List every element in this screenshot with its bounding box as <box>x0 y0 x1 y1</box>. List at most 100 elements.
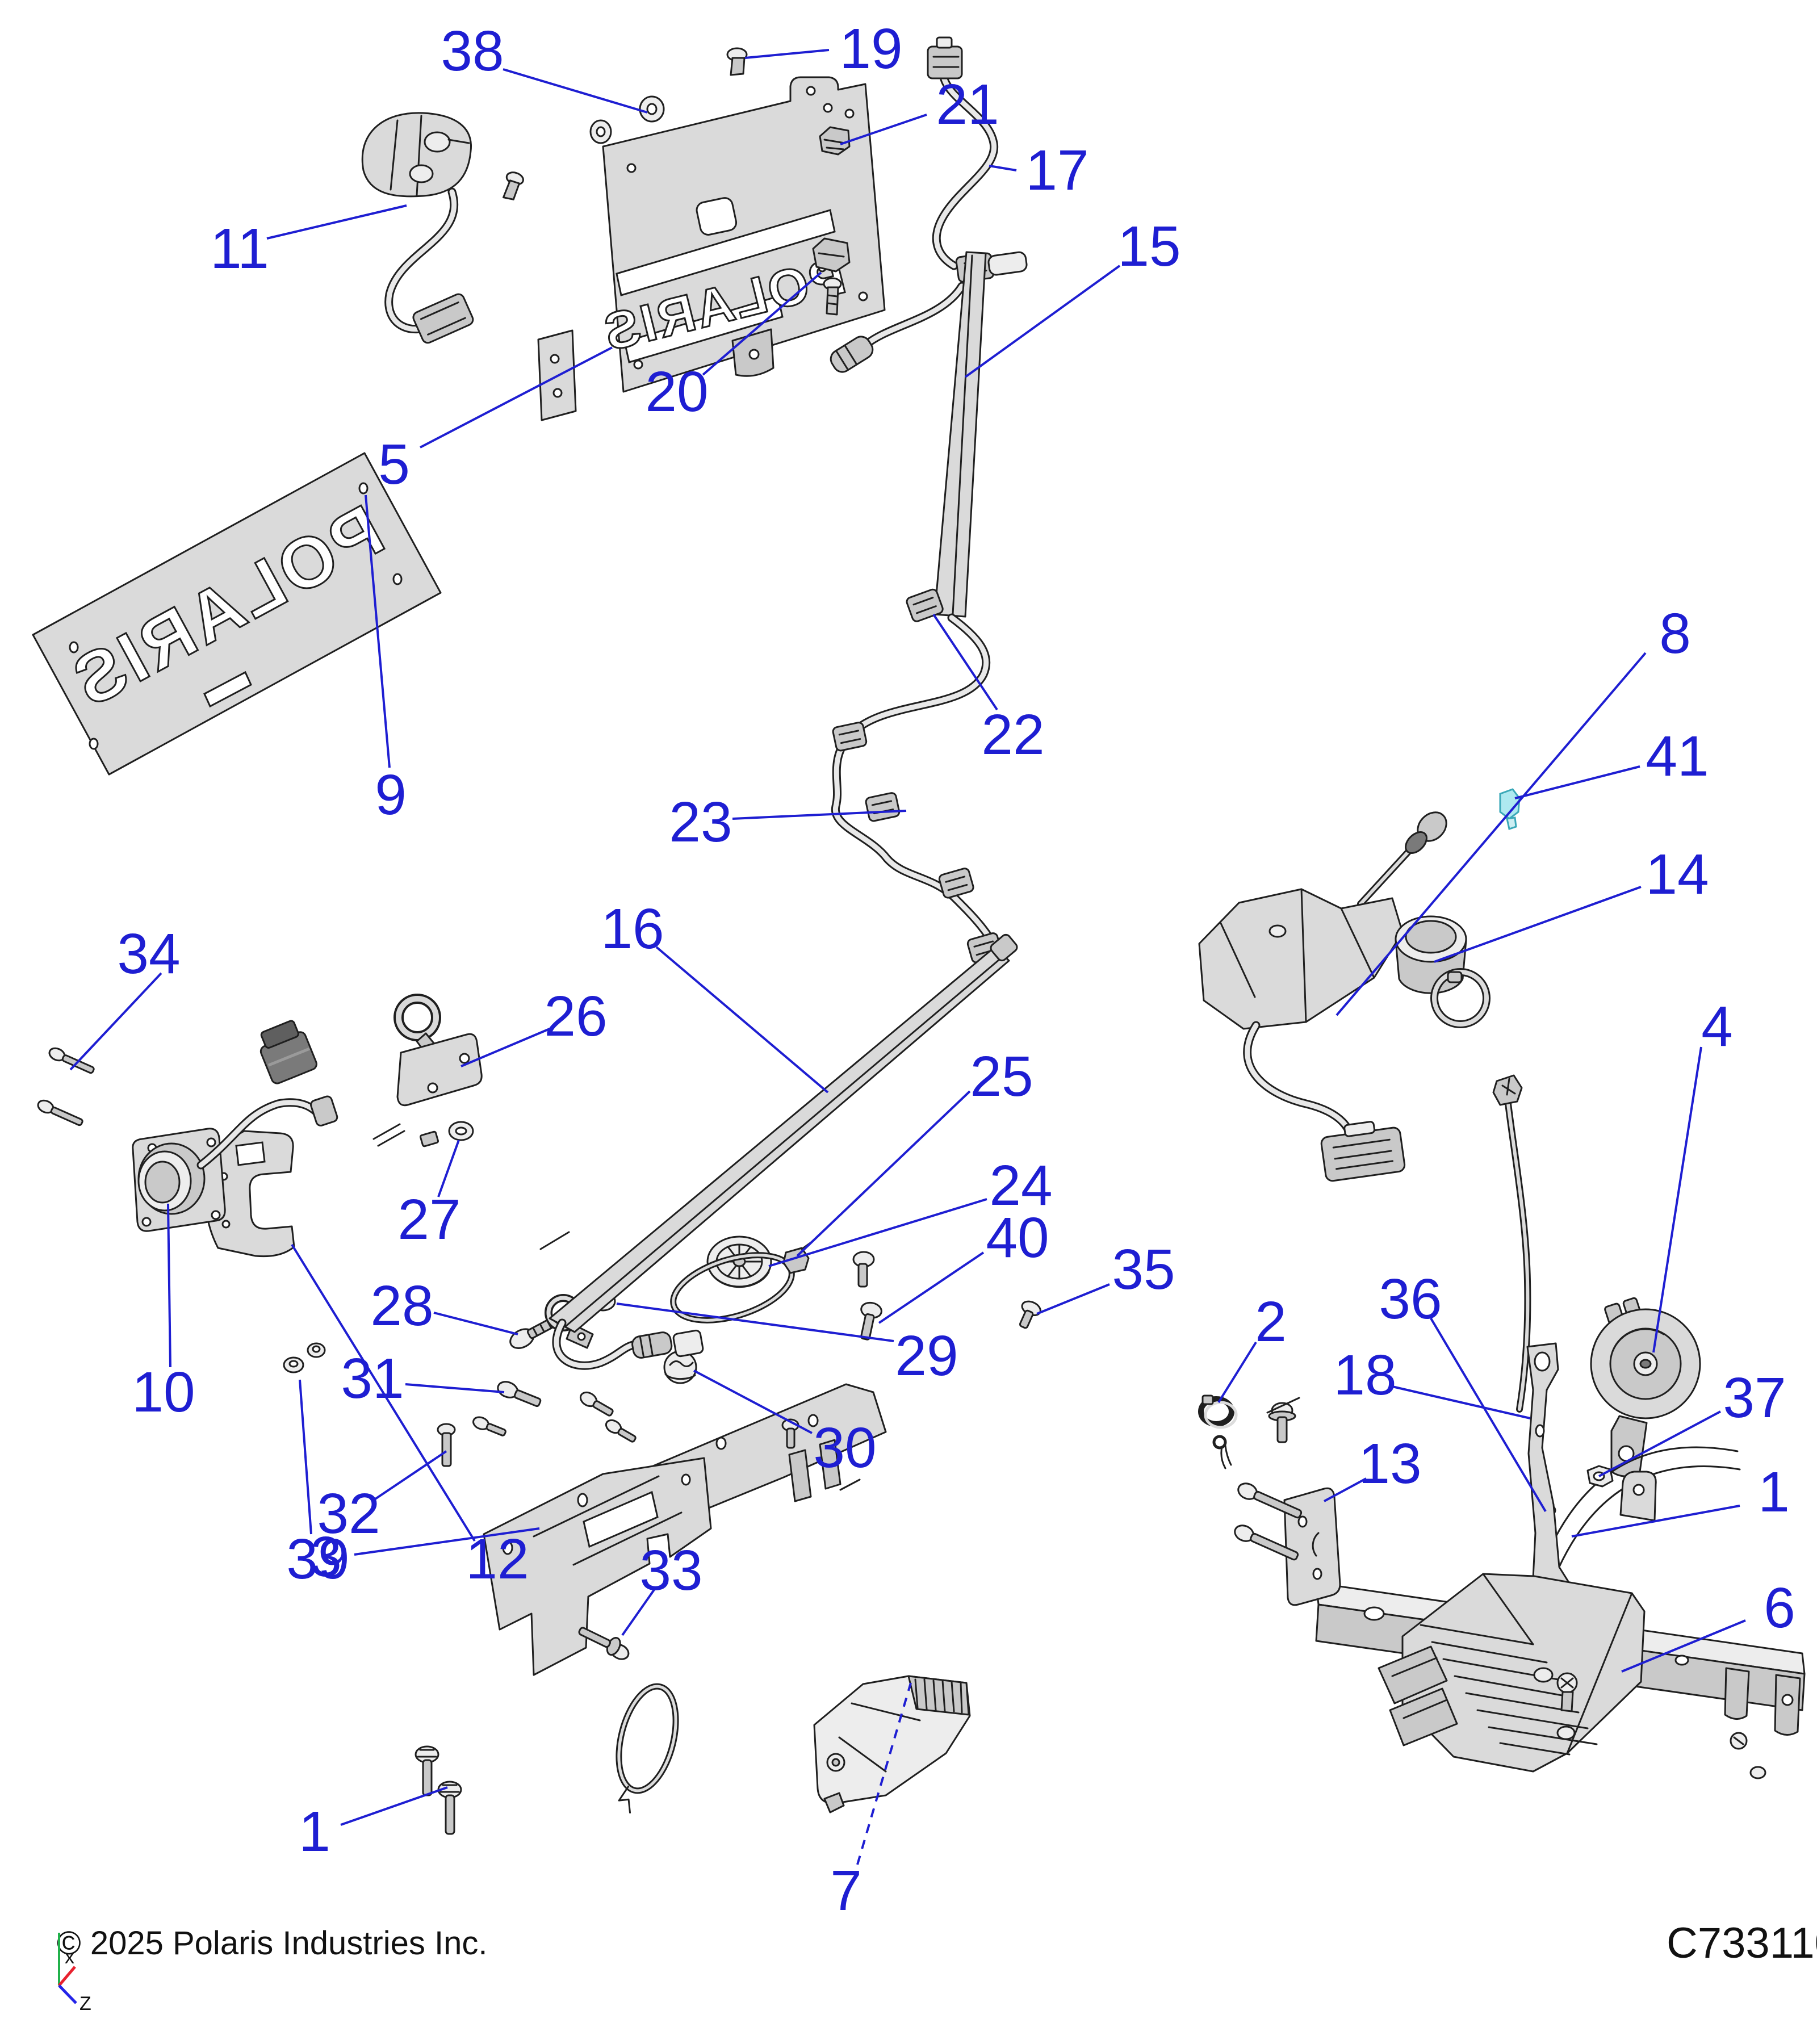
lower-harness <box>831 588 1005 964</box>
callout-28: 28 <box>370 1274 433 1338</box>
leader-line-8 <box>1335 652 1647 1016</box>
leader-line-18 <box>1392 1385 1531 1419</box>
plug-cap-14 <box>1395 915 1491 1028</box>
screw-small <box>472 1416 506 1436</box>
led-strip-16 <box>549 933 1018 1370</box>
leader-line-12 <box>291 1243 476 1542</box>
callout-18: 18 <box>1333 1343 1396 1407</box>
leader-line-24 <box>768 1198 987 1267</box>
mount-bracket-3 <box>483 1383 887 1676</box>
leader-line-4 <box>1652 1046 1702 1353</box>
callout-37: 37 <box>1723 1366 1786 1430</box>
axis-z-label: Z <box>79 1993 91 2014</box>
callout-9: 9 <box>375 763 407 827</box>
callout-12: 12 <box>466 1527 529 1591</box>
flange-bolt-vert <box>1268 1402 1296 1443</box>
part-illustrations: POLARIS <box>32 36 1806 1835</box>
leader-line-11 <box>266 204 407 240</box>
bolts-bottom-left <box>415 1745 462 1835</box>
grommet-washers <box>589 95 665 144</box>
callout-34: 34 <box>117 922 180 986</box>
footer: © 2025 Polaris Industries Inc. C733110 <box>57 1919 1817 1967</box>
leader-line-1 <box>1571 1505 1740 1538</box>
screws-by-bracket <box>579 1391 799 1449</box>
whip-mast-15 <box>933 251 987 618</box>
leader-line-29 <box>616 1302 894 1342</box>
callout-5: 5 <box>378 433 410 496</box>
leader-line-32 <box>372 1450 447 1501</box>
push-rivet-top <box>726 47 748 76</box>
drawing-code: C733110 <box>1667 1919 1817 1967</box>
callout-19: 19 <box>839 17 902 81</box>
callout-41: 41 <box>1646 724 1709 788</box>
leader-line-17 <box>989 165 1017 171</box>
callout-39: 39 <box>286 1527 349 1591</box>
leader-line-21 <box>840 114 927 145</box>
callout-11: 11 <box>210 217 269 280</box>
callout-14: 14 <box>1646 843 1709 906</box>
leader-line-34 <box>69 972 162 1071</box>
callout-36: 36 <box>1379 1267 1442 1331</box>
accessory-socket-10 <box>132 1020 338 1232</box>
callout-21: 21 <box>936 73 999 136</box>
leader-line-37 <box>1598 1410 1721 1477</box>
callout-16: 16 <box>601 897 664 961</box>
indicator-bulb <box>1499 788 1521 830</box>
leader-line-5 <box>420 346 613 449</box>
leader-line-40 <box>878 1251 985 1324</box>
leader-line-2 <box>1217 1341 1257 1404</box>
callout-26: 26 <box>544 985 607 1048</box>
callout-40: 40 <box>986 1206 1049 1270</box>
axis-x-line <box>58 1966 76 1987</box>
callout-33: 33 <box>639 1539 702 1602</box>
callout-13: 13 <box>1358 1432 1421 1496</box>
leader-line-31 <box>405 1383 505 1393</box>
callout-3: 3 <box>310 1525 342 1589</box>
leader-line-39 <box>299 1379 312 1535</box>
leader-line-27 <box>437 1140 460 1197</box>
callout-1: 1 <box>1758 1460 1790 1524</box>
long-bolt-a <box>1237 1482 1303 1519</box>
axis-triad: x Z <box>58 1933 91 2014</box>
axis-x-label: x <box>65 1946 74 1968</box>
leader-line-22 <box>932 613 998 711</box>
leader-line-19 <box>744 49 830 59</box>
flange-nuts-39 <box>283 1342 326 1373</box>
leader-line-9 <box>365 495 391 768</box>
leader-line-36 <box>1430 1317 1547 1513</box>
leader-line-41 <box>1514 765 1640 799</box>
leader-line-20 <box>702 271 822 376</box>
callout-30: 30 <box>813 1416 876 1480</box>
c-bracket-12 <box>204 1130 295 1258</box>
callout-32: 32 <box>317 1482 380 1545</box>
callout-8: 8 <box>1659 602 1691 665</box>
eyebolt-bracket-26 <box>393 994 483 1107</box>
callout-2: 2 <box>1255 1290 1287 1354</box>
washer-and-pins <box>372 1121 474 1147</box>
callout-24: 24 <box>989 1154 1052 1217</box>
long-bolt-b <box>1234 1524 1299 1561</box>
callout-10: 10 <box>132 1360 195 1424</box>
callout-31: 31 <box>341 1347 404 1410</box>
voltage-regulator <box>1378 1573 1766 1779</box>
leader-line-16 <box>655 946 829 1094</box>
copyright-text: © 2025 Polaris Industries Inc. <box>57 1925 487 1962</box>
screw-31 <box>497 1381 542 1408</box>
callout-17: 17 <box>1025 139 1088 202</box>
leader-line-33 <box>621 1589 655 1636</box>
long-cable-tie <box>1492 1074 1531 1413</box>
leader-line-6 <box>1621 1619 1746 1673</box>
callout-layer: 1123456789101112131415161718192021222324… <box>69 17 1795 1922</box>
bracket-plate-13 <box>1283 1487 1341 1606</box>
callout-4: 4 <box>1701 995 1733 1058</box>
leader-line-26 <box>460 1028 550 1067</box>
dash-marks <box>539 1231 1300 1491</box>
callout-27: 27 <box>397 1188 460 1251</box>
tail-harness-17 <box>830 36 1028 373</box>
screws-34 <box>37 1047 95 1126</box>
cable-tie-25 <box>670 1239 815 1323</box>
polaris-stencil-plate: POLARIS <box>32 452 442 776</box>
harness-clip-21 <box>819 126 851 156</box>
screw-upper <box>852 1251 875 1288</box>
